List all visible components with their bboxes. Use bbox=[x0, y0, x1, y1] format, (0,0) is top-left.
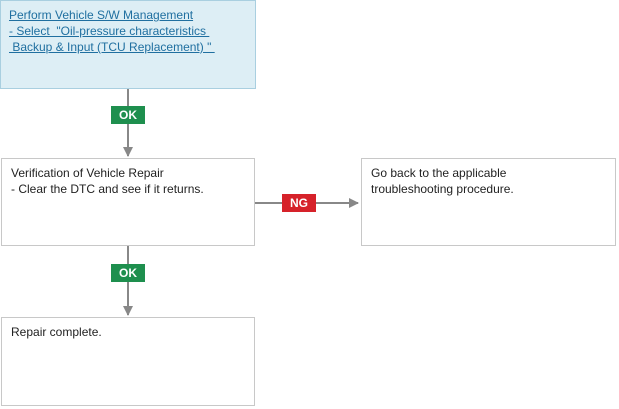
verification-title: Verification of Vehicle Repair bbox=[11, 166, 164, 180]
ok-badge-1: OK bbox=[111, 106, 145, 124]
step-go-back-box: Go back to the applicable troubleshootin… bbox=[361, 158, 616, 246]
go-back-line-1: Go back to the applicable bbox=[371, 166, 507, 180]
ok-badge-2: OK bbox=[111, 264, 145, 282]
software-management-link-line-3[interactable]: Backup & Input (TCU Replacement) " bbox=[9, 40, 215, 54]
ng-badge: NG bbox=[282, 194, 316, 212]
verification-instruction: - Clear the DTC and see if it returns. bbox=[11, 182, 204, 196]
repair-complete-text: Repair complete. bbox=[11, 325, 102, 339]
software-management-link-line-2[interactable]: - Select "Oil-pressure characteristics bbox=[9, 24, 210, 38]
go-back-line-2: troubleshooting procedure. bbox=[371, 182, 514, 196]
step-repair-complete-box: Repair complete. bbox=[1, 317, 255, 406]
software-management-link-line-1[interactable]: Perform Vehicle S/W Management bbox=[9, 8, 194, 22]
step-software-management-box: Perform Vehicle S/W Management - Select … bbox=[0, 0, 256, 89]
step-verification-box: Verification of Vehicle Repair - Clear t… bbox=[1, 158, 255, 246]
